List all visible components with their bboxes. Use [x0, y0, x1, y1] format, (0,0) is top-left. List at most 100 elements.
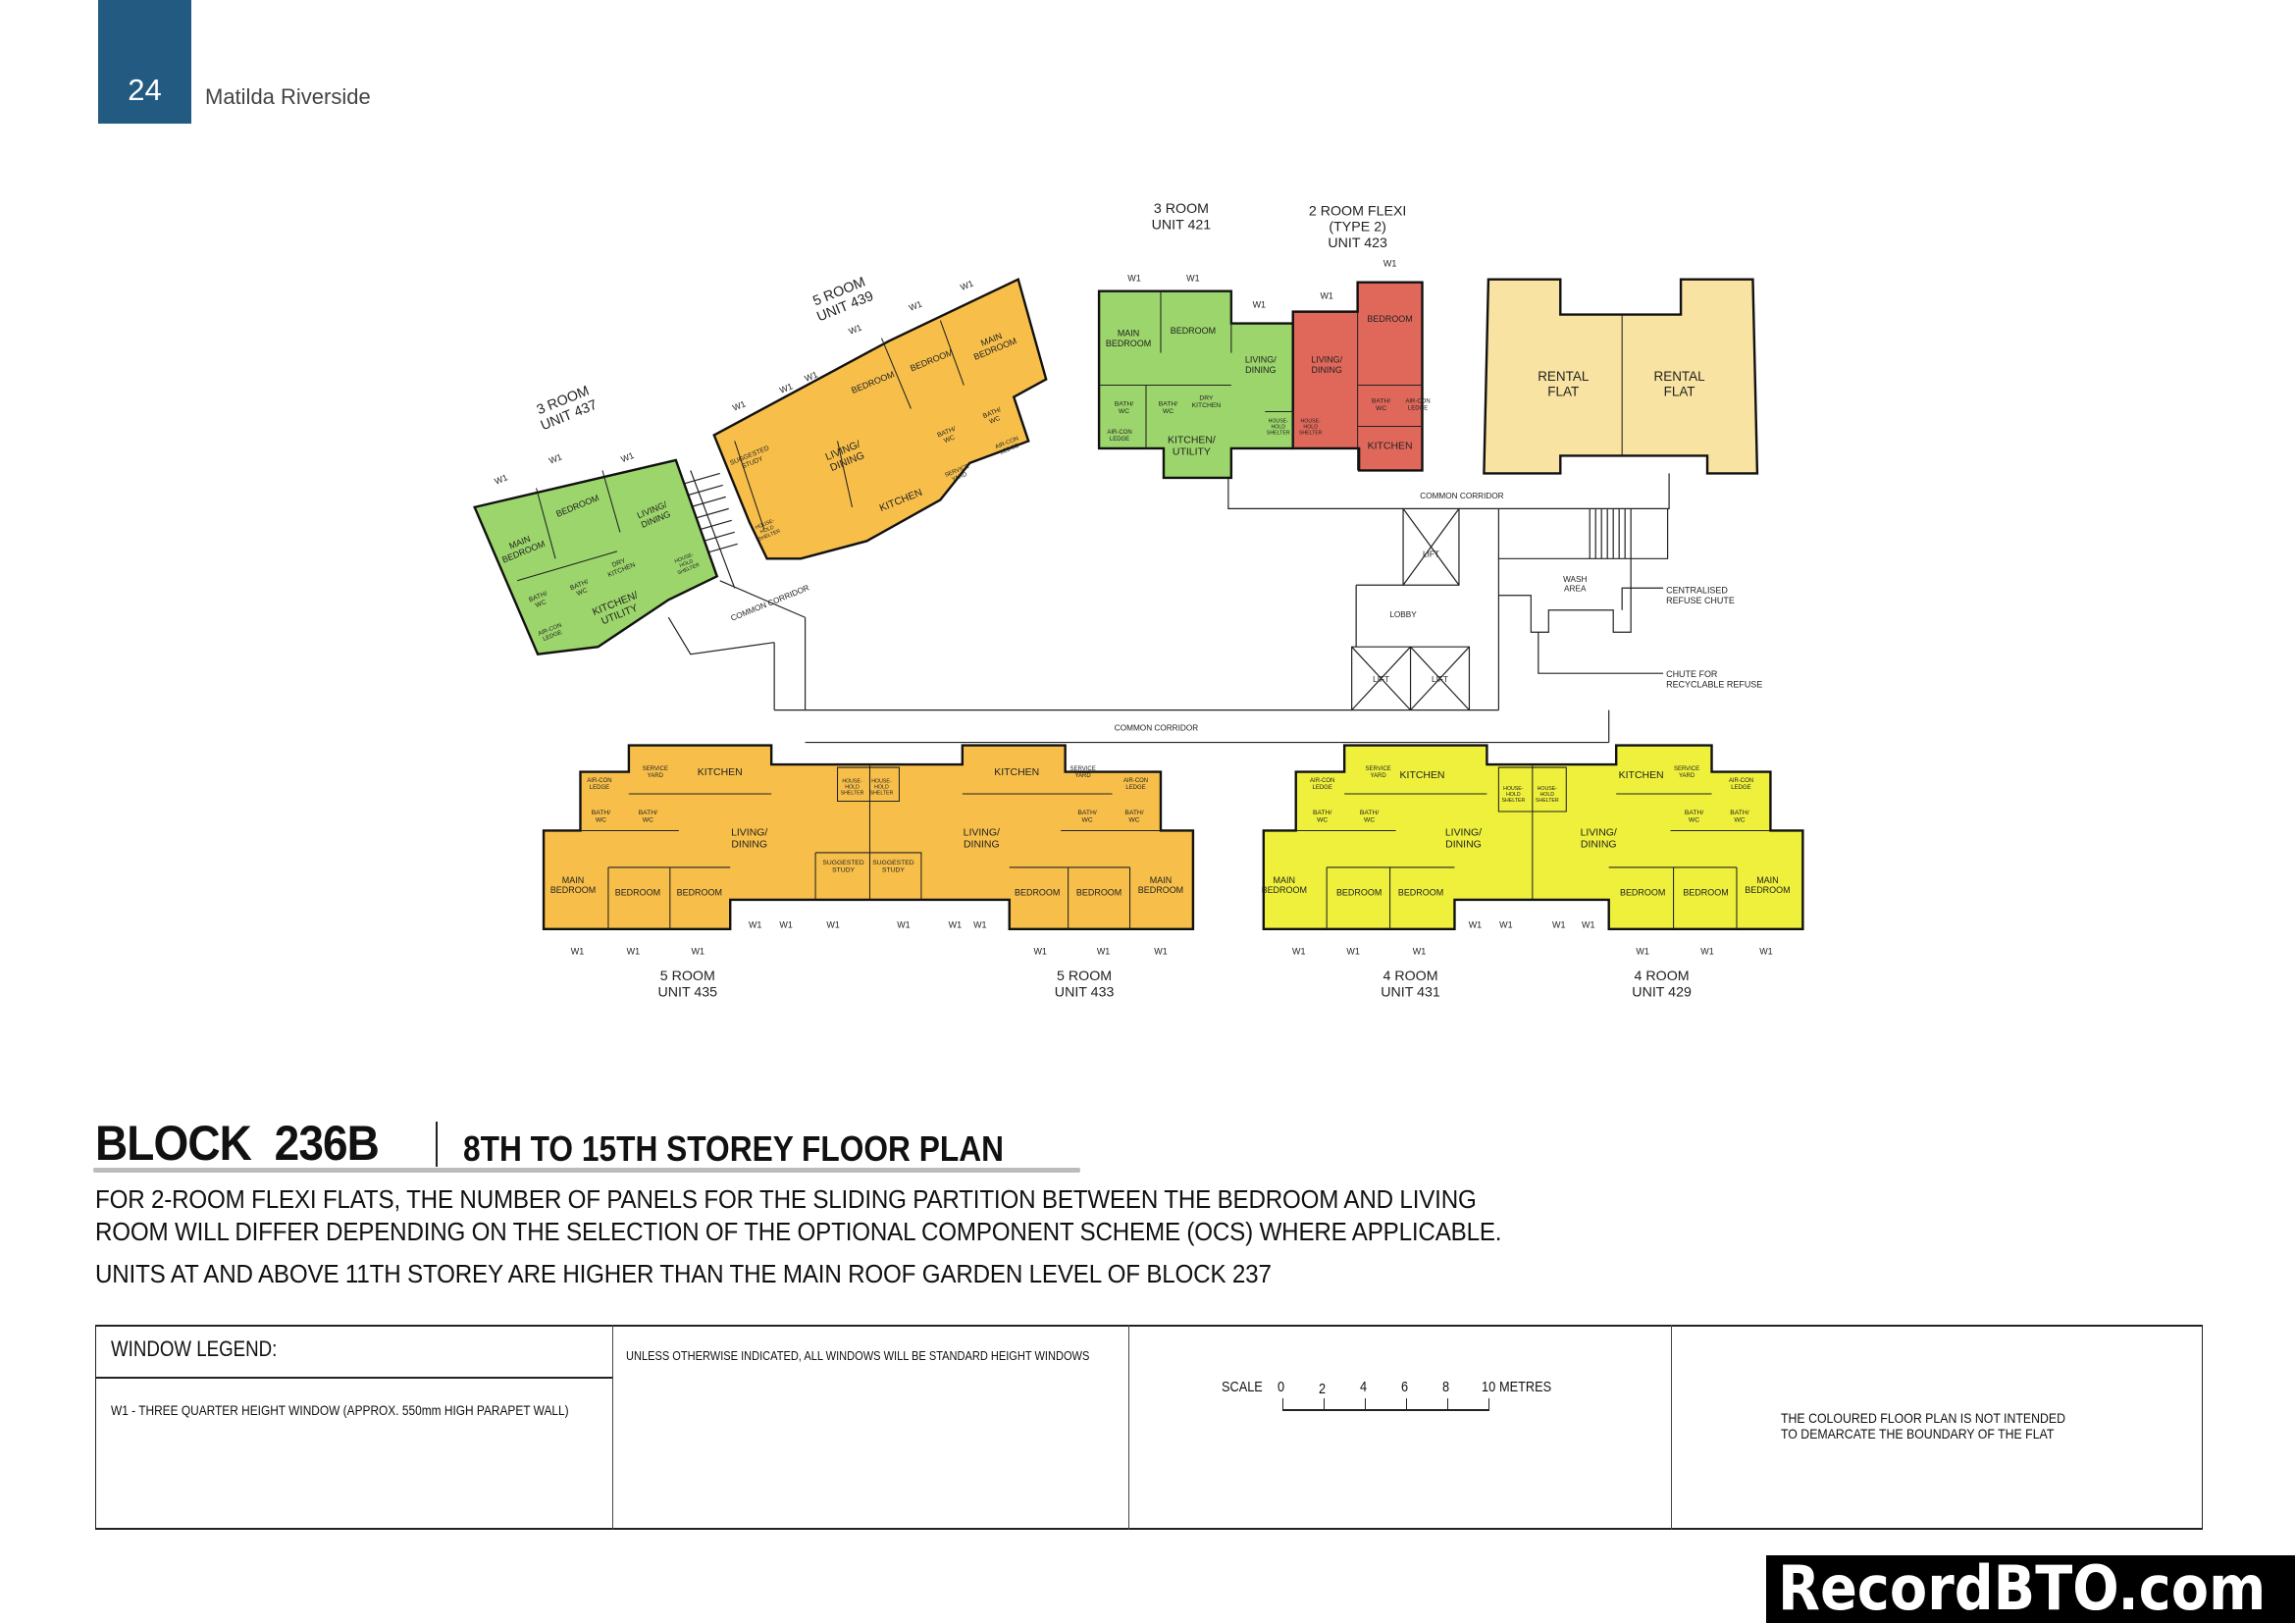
disclaimer-line: TO DEMARCATE THE BOUNDARY OF THE FLAT [1781, 1426, 2055, 1441]
window-code-w1: W1 [1320, 290, 1332, 300]
note-line: FOR 2-ROOM FLEXI FLATS, THE NUMBER OF PA… [95, 1184, 1477, 1214]
room-label: BATH/WC [1685, 810, 1703, 824]
room-label: LIVING/DINING [1245, 355, 1277, 375]
scale-tick-label: 6 [1401, 1379, 1409, 1395]
window-code-w1: W1 [908, 299, 923, 313]
room-label: LIVING/DINING [731, 828, 767, 851]
room-label: BATH/WC [592, 810, 610, 824]
common-areas [667, 470, 1670, 744]
scale-tick-label: 8 [1442, 1379, 1450, 1395]
room-label: LIVING/DINING [1311, 355, 1342, 375]
note-line: ROOM WILL DIFFER DEPENDING ON THE SELECT… [95, 1217, 1502, 1246]
room-label: BEDROOM [1683, 888, 1728, 898]
window-code-w1: W1 [1383, 258, 1396, 268]
unit-423-title: 2 ROOM FLEXI(TYPE 2)UNIT 423 [1309, 203, 1407, 251]
unit-439-shape [712, 277, 1048, 560]
window-code-w1: W1 [731, 398, 747, 412]
partition-431-429 [1295, 764, 1567, 929]
left-corridor [667, 470, 806, 655]
room-label: LIVING/DINING [1581, 828, 1617, 851]
staircase [1589, 508, 1632, 559]
window-code-w1: W1 [1700, 946, 1713, 956]
window-code-w1: W1 [1253, 299, 1266, 309]
window-code-w1: W1 [897, 920, 910, 930]
partition-433 [962, 793, 1161, 929]
window-code-w1: W1 [1499, 920, 1512, 930]
window-code-w1: W1 [1154, 946, 1167, 956]
room-label: KITCHEN [1619, 770, 1664, 781]
lift-label: LIFT [1373, 675, 1389, 684]
partition-435-433 [580, 764, 922, 929]
room-label: KITCHEN [1400, 770, 1445, 781]
window-code-w1: W1 [973, 920, 986, 930]
partition-421-423 [1099, 290, 1423, 471]
legend-divider [1671, 1325, 1672, 1530]
window-code-w1: W1 [949, 920, 962, 930]
service-core [1497, 508, 1669, 633]
unit-439-title: 5 ROOMUNIT 439 [808, 274, 875, 326]
window-code-w1: W1 [1292, 946, 1305, 956]
watermark-text: RecordBTO.com [1778, 1552, 2267, 1624]
window-code-w1: W1 [1413, 946, 1426, 956]
standard-window-note: UNLESS OTHERWISE INDICATED, ALL WINDOWS … [626, 1348, 1090, 1363]
common-corridor-label: COMMON CORRIDOR [1420, 492, 1503, 500]
legend-divider [1128, 1325, 1129, 1530]
title-separator [436, 1122, 438, 1167]
window-code-w1: W1 [1127, 273, 1140, 283]
room-label: KITCHEN [1368, 442, 1413, 452]
lobby-walls [1355, 584, 1404, 648]
page-number-tab [98, 0, 191, 124]
scale-tick [1488, 1398, 1489, 1410]
window-code-w1: W1 [826, 920, 839, 930]
window-code-w1: W1 [692, 946, 704, 956]
room-label: BATH/WC [1159, 400, 1177, 415]
block-title: BLOCK 236B [95, 1116, 380, 1171]
scale-tick [1282, 1398, 1283, 1410]
room-label: KITCHEN [994, 767, 1039, 778]
window-code-w1: W1 [1033, 946, 1046, 956]
left-staircase [678, 472, 738, 556]
window-code-w1: W1 [619, 450, 635, 464]
window-code-w1: W1 [548, 451, 563, 465]
window-code-w1: W1 [571, 946, 584, 956]
window-code-w1: W1 [494, 472, 509, 486]
scale-tick [1406, 1398, 1407, 1410]
window-code-w1: W1 [1552, 920, 1565, 930]
window-legend-w1: W1 - THREE QUARTER HEIGHT WINDOW (APPROX… [111, 1402, 569, 1418]
units [473, 277, 1804, 931]
unit-437-title: 3 ROOMUNIT 437 [533, 383, 600, 435]
lift-label: LIFT [1432, 675, 1448, 684]
rental-flats-shape [1483, 278, 1759, 475]
window-code-w1: W1 [847, 323, 862, 337]
project-name: Matilda Riverside [205, 84, 371, 109]
room-label: KITCHEN/UTILITY [1168, 436, 1216, 458]
scale-tick [1324, 1398, 1325, 1410]
lobby-label: LOBBY [1389, 610, 1417, 619]
room-label: BEDROOM [1367, 314, 1412, 324]
disclaimer: THE COLOURED FLOOR PLAN IS NOT INTENDED … [1781, 1410, 2065, 1441]
units-431-429-shape [1262, 744, 1804, 931]
